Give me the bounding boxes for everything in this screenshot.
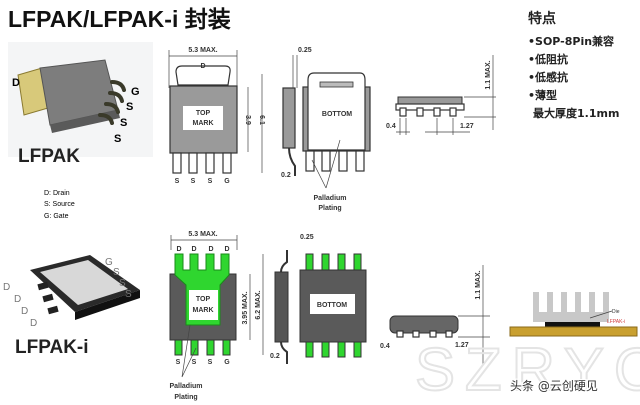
dim-total: 6.1: [258, 115, 265, 125]
pin-label: S: [125, 289, 132, 300]
heatsink-mount-illustration: Die LFPAK-i: [509, 292, 638, 337]
mark-label: TOP: [196, 110, 211, 117]
credit-label: 头条 @云创硬见: [510, 379, 598, 393]
pin-label: S: [192, 359, 197, 366]
pin-label: S: [126, 101, 133, 113]
callout: Palladium: [313, 195, 346, 202]
feature-thickness: 最大厚度1.1mm: [533, 106, 619, 120]
feature-item: •薄型: [528, 88, 557, 102]
pin-label: D: [3, 282, 10, 293]
lfpak-i-top-view: 5.3 MAX. D D D D TOP MARK S S S G 3.95 M…: [169, 231, 264, 401]
dim-pitch: 1.27: [460, 123, 474, 130]
callout: Plating: [174, 394, 197, 401]
dim-standoff: 0.2: [281, 172, 291, 179]
dim-width: 5.3 MAX.: [188, 231, 217, 238]
bottom-label: BOTTOM: [317, 302, 347, 309]
dim-height: 1.1 MAX.: [475, 270, 482, 299]
pin-label: S: [114, 133, 121, 145]
features-heading: 特点: [528, 10, 556, 27]
legend-item: G: Gate: [44, 213, 69, 220]
dim-body: 3.95 MAX.: [242, 291, 249, 324]
mark-label: MARK: [193, 120, 214, 127]
pin-label: S: [208, 178, 213, 185]
feature-item: •低阻抗: [528, 52, 568, 66]
dim-lead-width: 0.4: [386, 123, 396, 130]
lfpak-i-end-view: 1.1 MAX. 0.4 1.27: [380, 265, 490, 365]
lfpak-side-view: 0.25 0.2: [281, 47, 312, 179]
pin-label: D: [224, 246, 229, 253]
pin-label: S: [175, 178, 180, 185]
legend-item: D: Drain: [44, 190, 70, 197]
lfpak-i-3d-illustration: D D D D G S S S: [3, 255, 140, 329]
lfpak-top-view: 5.3 MAX. D TOP MARK S S S G 3.9 6.1: [168, 47, 265, 185]
pin-label: S: [120, 117, 127, 129]
dim-total: 6.2 MAX.: [255, 290, 262, 319]
callout: Palladium: [169, 383, 202, 390]
dim-standoff: 0.2: [270, 353, 280, 360]
bottom-label: BOTTOM: [322, 111, 352, 118]
pin-label: G: [131, 86, 140, 98]
features-list: 特点 •SOP-8Pin兼容 •低阻抗 •低感抗 •薄型 最大厚度1.1mm: [528, 10, 619, 120]
mark-label: MARK: [193, 307, 214, 314]
lfpak-i-side-view: 0.25 0.2: [270, 234, 314, 364]
pin-label: D: [176, 246, 181, 253]
lfpak-i-name: LFPAK-i: [15, 337, 89, 358]
page-title: LFPAK/LFPAK-i 封装: [8, 6, 231, 32]
lfpak-end-view: 1.1 MAX. 0.4 1.27: [386, 55, 496, 135]
package-label: LFPAK-i: [607, 319, 625, 325]
dim-lead-width: 0.4: [380, 343, 390, 350]
dim-height: 1.1 MAX.: [485, 60, 492, 89]
watermark: SZRYC: [415, 336, 640, 403]
mark-label: TOP: [196, 296, 211, 303]
feature-item: •SOP-8Pin兼容: [528, 34, 614, 48]
pin-label: S: [176, 359, 181, 366]
pin-label: D: [21, 306, 28, 317]
dim-body: 3.9: [244, 115, 251, 125]
pin-label: G: [224, 359, 230, 366]
lfpak-name: LFPAK: [18, 146, 80, 167]
pin-label: S: [208, 359, 213, 366]
pin-label: S: [113, 267, 120, 278]
pin-label: D: [12, 77, 20, 89]
pin-label: D: [191, 246, 196, 253]
pin-legend: D: Drain S: Source G: Gate: [44, 190, 75, 220]
legend-item: S: Source: [44, 201, 75, 208]
pin-label: G: [224, 178, 230, 185]
dim-lead: 0.25: [300, 234, 314, 241]
dim-width: 5.3 MAX.: [188, 47, 217, 54]
lfpak-i-bottom-view: BOTTOM: [299, 253, 367, 358]
dim-lead: 0.25: [298, 47, 312, 54]
feature-item: •低感抗: [528, 70, 568, 84]
pin-label: G: [105, 257, 113, 268]
pin-label: D: [30, 318, 37, 329]
lfpak-3d-illustration: D G S S S: [8, 42, 153, 157]
dim-pitch: 1.27: [455, 342, 469, 349]
pin-label: D: [208, 246, 213, 253]
tab-label: D: [200, 63, 205, 70]
pin-label: S: [119, 278, 126, 289]
callout: Plating: [318, 205, 341, 212]
lfpak-bottom-view: BOTTOM Palladium Plating: [302, 72, 371, 212]
die-label: Die: [612, 309, 620, 315]
pin-label: D: [14, 294, 21, 305]
pin-label: S: [191, 178, 196, 185]
